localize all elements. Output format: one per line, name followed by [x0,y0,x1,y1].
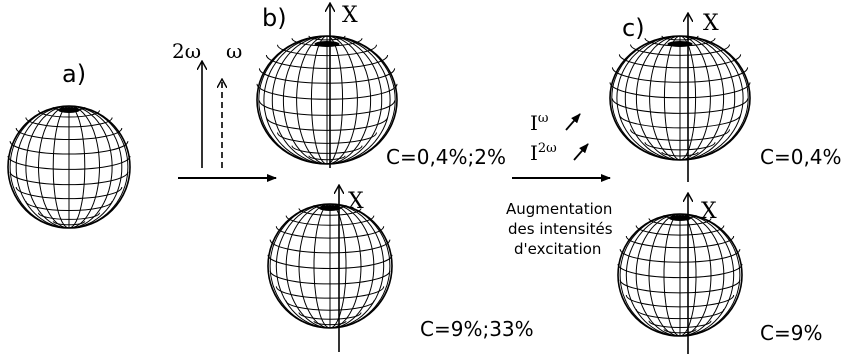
longitude-line [269,203,331,329]
sphere-b-bottom [267,203,393,329]
longitude-line [68,105,123,229]
longitude-line [679,35,711,161]
svg-text:Iω: Iω [530,111,549,135]
oblate-sphere-c [609,35,751,161]
longitude-line [616,35,681,161]
longitude-line [15,105,70,229]
beam-polarization: 2ω ω [172,39,242,168]
sphere-pole [318,205,342,211]
longitude-line [298,203,331,329]
longitude-line [263,35,328,165]
longitude-line [282,35,328,165]
longitude-line [68,105,86,229]
longitude-line [679,213,725,337]
longitude-line [624,35,681,161]
longitude-line [663,213,681,337]
longitude-line [313,203,331,329]
concentration-b-top: C=0,4%;2% [386,145,506,169]
i-2omega-base: I [530,141,538,165]
longitude-line [296,35,328,165]
x-label-c-top: X [703,11,719,36]
i-2omega-sup: 2ω [538,141,557,156]
concentration-c-bottom: C=9% [760,321,822,345]
sphere-pole [668,215,692,221]
i-omega-base: I [530,111,538,135]
sphere-pole [667,41,693,47]
longitude-line [679,35,744,161]
x-label-b-top: X [342,3,358,28]
longitude-line [68,105,101,229]
longitude-line [679,213,712,337]
i-omega-sup: ω [538,111,549,126]
concentration-c-top: C=0,4% [760,145,842,169]
i-2omega-up-arrow [573,143,589,161]
longitude-line [648,213,681,337]
isotropic-sphere [7,105,131,229]
caption-line1: Augmentation [506,200,612,218]
longitude-line [649,35,681,161]
oblate-sphere-b [256,35,398,165]
svg-text:I2ω: I2ω [530,141,557,165]
longitude-line [326,35,383,165]
longitude-line [326,35,358,165]
longitude-line [635,35,681,161]
longitude-line [679,35,736,161]
longitude-line [329,203,391,329]
x-label-b-bottom: X [348,189,364,214]
longitude-line [52,105,70,229]
longitude-line [9,105,70,229]
longitude-line [271,35,328,165]
panel-c-label: c) [622,14,645,42]
longitude-line [329,203,362,329]
i-omega-up-arrow [565,113,581,131]
longitude-line [326,35,372,165]
sphere-pole [314,41,340,47]
x-label-c-bottom: X [701,199,717,224]
longitude-line [258,35,328,165]
longitude-line [326,35,391,165]
longitude-line [679,213,735,337]
longitude-line [285,203,331,329]
longitude-line [275,203,331,329]
longitude-line [68,105,129,229]
longitude-line [329,203,385,329]
caption-line2: des intensités [508,220,613,238]
longitude-line [329,203,375,329]
omega-label: ω [226,39,242,63]
longitude-line [635,213,681,337]
longitude-line [329,203,347,329]
longitude-line [37,105,70,229]
longitude-line [679,35,749,161]
caption-line3: d'excitation [514,240,601,258]
longitude-line [679,35,725,161]
longitude-line [25,105,70,229]
panel-a-label: a) [62,60,86,88]
concentration-b-bottom: C=9%;33% [420,317,534,341]
sphere-pole [58,107,80,113]
longitude-line [619,213,681,337]
panel-b-label: b) [262,4,287,32]
intensity-increase: Iω I2ω [530,111,589,165]
longitude-line [679,213,741,337]
longitude-line [326,35,396,165]
sphere-c-bottom [617,213,743,337]
two-omega-label: 2ω [172,39,201,63]
longitude-line [625,213,681,337]
longitude-line [68,105,113,229]
longitude-line [611,35,681,161]
